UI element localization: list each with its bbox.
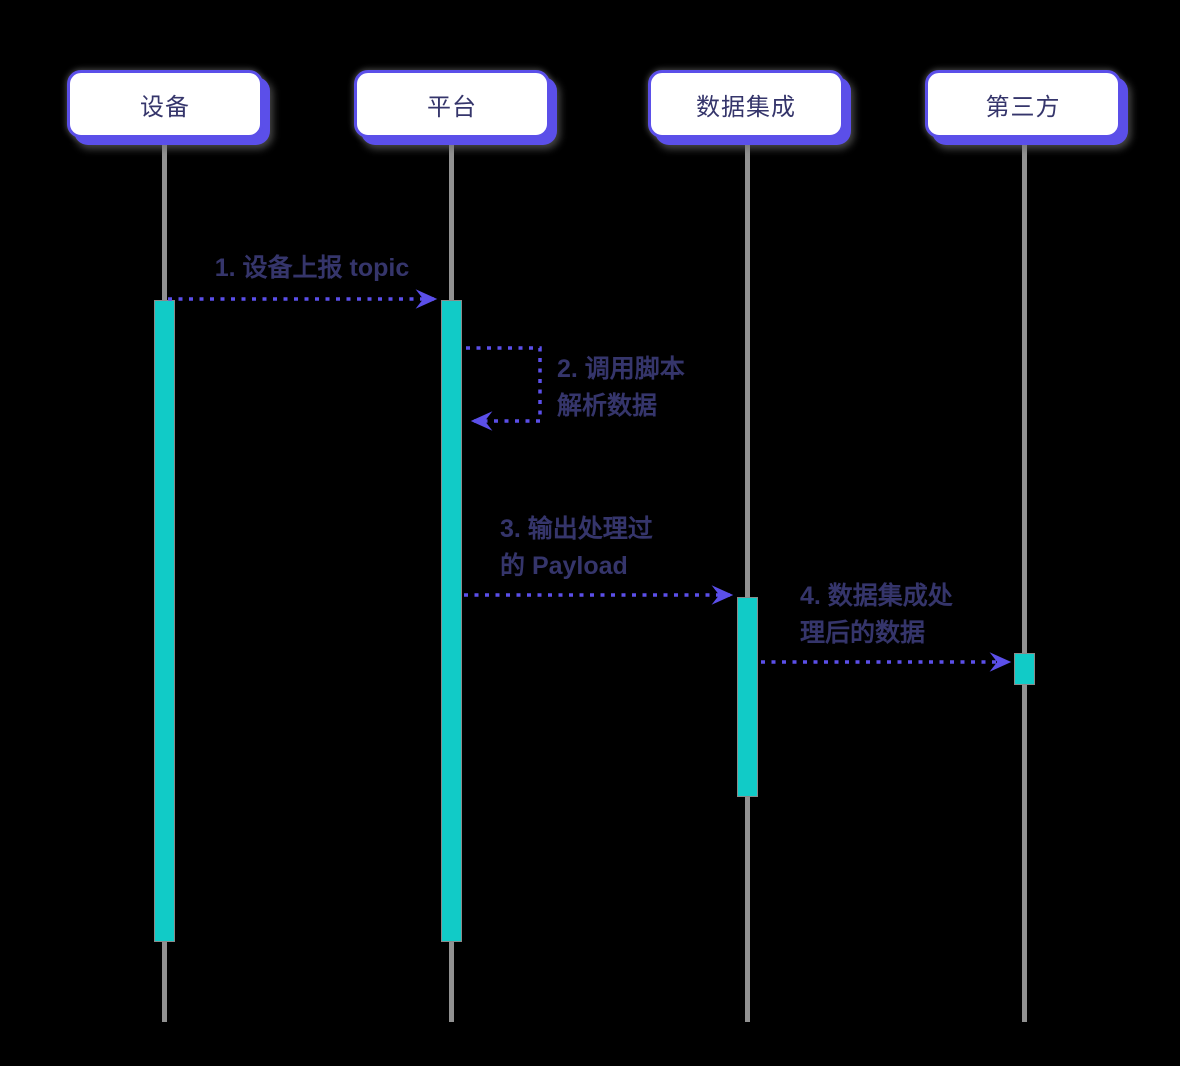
actor-label-device: 设备 (140, 93, 190, 121)
actor-box-data-integration: 数据集成 (648, 70, 844, 138)
activation-bar-data-integration (737, 597, 758, 797)
message-label-4: 4. 数据集成处 理后的数据 (800, 578, 953, 652)
actor-label-third-party: 第三方 (985, 93, 1061, 121)
actor-box-third-party: 第三方 (925, 70, 1121, 138)
actor-box-platform: 平台 (354, 70, 550, 138)
activation-bar-device (154, 300, 175, 942)
message-label-2: 2. 调用脚本 解析数据 (557, 351, 685, 425)
activation-bar-platform (441, 300, 462, 942)
lifeline-data-integration (745, 138, 750, 1022)
message-label-1-line-1: 1. 设备上报 topic (214, 254, 410, 282)
message-label-1: 1. 设备上报 topic (196, 250, 428, 287)
lifeline-third-party (1022, 138, 1027, 1022)
actor-label-data-integration: 数据集成 (696, 93, 796, 121)
activation-bar-third-party (1014, 653, 1035, 685)
message-arrow-2-platform-self-loop (466, 346, 542, 431)
actor-label-platform: 平台 (427, 93, 477, 121)
message-label-3: 3. 输出处理过 的 Payload (500, 511, 653, 585)
message-label-2-line-2: 解析数据 (557, 392, 658, 420)
message-label-3-line-1: 3. 输出处理过 (500, 515, 653, 543)
message-label-4-line-1: 4. 数据集成处 (800, 582, 953, 610)
actor-box-device: 设备 (67, 70, 263, 138)
message-label-3-line-2: 的 Payload (500, 552, 628, 580)
message-label-4-line-2: 理后的数据 (800, 619, 926, 647)
message-label-2-line-1: 2. 调用脚本 (557, 355, 685, 383)
